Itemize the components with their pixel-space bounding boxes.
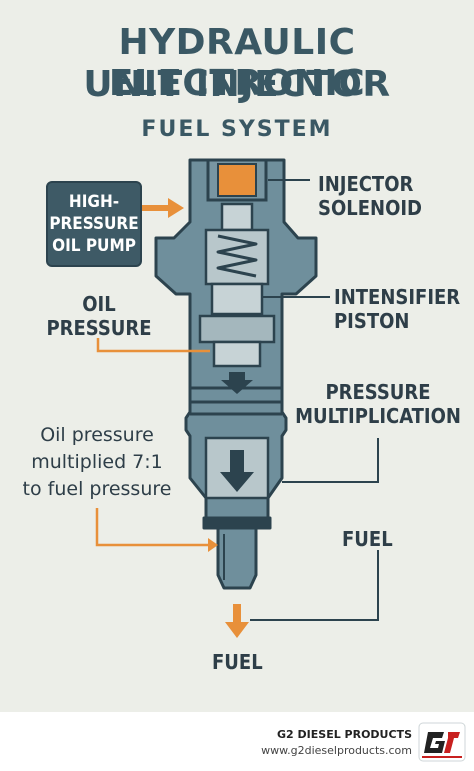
label-fuel-right: FUEL	[342, 527, 393, 551]
note-line: multiplied 7:1	[31, 451, 163, 473]
high-pressure-oil-pump: HIGH- PRESSURE OIL PUMP	[46, 181, 142, 267]
leader-lines	[250, 179, 379, 621]
solenoid-coil	[217, 163, 257, 197]
pump-label-line-1: HIGH-	[68, 192, 120, 212]
label-line: PRESSURE	[46, 316, 152, 340]
label-line: INTENSIFIER	[334, 285, 461, 309]
brand-name: G2 DIESEL PRODUCTS	[277, 728, 412, 741]
note-line: to fuel pressure	[22, 478, 172, 500]
label-injector-solenoid: INJECTOR SOLENOID	[318, 172, 422, 220]
label-pressure-multiplication: PRESSURE MULTIPLICATION	[294, 380, 462, 428]
brand-block: G2 DIESEL PRODUCTS www.g2dieselproducts.…	[261, 727, 412, 759]
note-line: Oil pressure	[40, 424, 154, 446]
right-arrow-icon	[142, 198, 184, 218]
fuel-down-arrow-icon	[225, 604, 249, 638]
label-line: INJECTOR	[318, 172, 414, 196]
g2-logo-icon	[418, 722, 466, 762]
oil-leaders	[95, 338, 210, 547]
valve-stem	[220, 202, 254, 232]
footer-bar	[0, 712, 474, 771]
label-line: OIL	[82, 292, 116, 316]
right-arrow-icon	[208, 538, 218, 552]
plunger	[212, 340, 262, 368]
down-arrow-icon	[221, 372, 253, 394]
pump-label-line-3: OIL PUMP	[52, 236, 136, 256]
label-intensifier-piston: INTENSIFIER PISTON	[334, 285, 460, 333]
label-line: MULTIPLICATION	[295, 404, 461, 428]
intensifier-piston	[210, 282, 264, 316]
down-arrow-icon	[220, 450, 254, 492]
label-fuel-bottom: FUEL	[212, 650, 263, 674]
label-line: PISTON	[334, 309, 410, 333]
label-oil-pressure: OIL PRESSURE	[44, 292, 154, 340]
pressure-note: Oil pressure multiplied 7:1 to fuel pres…	[12, 422, 182, 503]
pump-label-line-2: PRESSURE	[49, 214, 139, 234]
piston-plate	[198, 314, 276, 344]
title-line-1: HYDRAULIC ELECTRONIC	[108, 22, 366, 104]
subtitle: FUEL SYSTEM	[141, 117, 333, 142]
brand-url[interactable]: www.g2dieselproducts.com	[261, 744, 412, 757]
title-line-2: UNIT INJECTOR	[83, 64, 391, 105]
label-line: PRESSURE	[325, 380, 431, 404]
spring-icon	[216, 234, 258, 278]
label-line: SOLENOID	[318, 196, 422, 220]
